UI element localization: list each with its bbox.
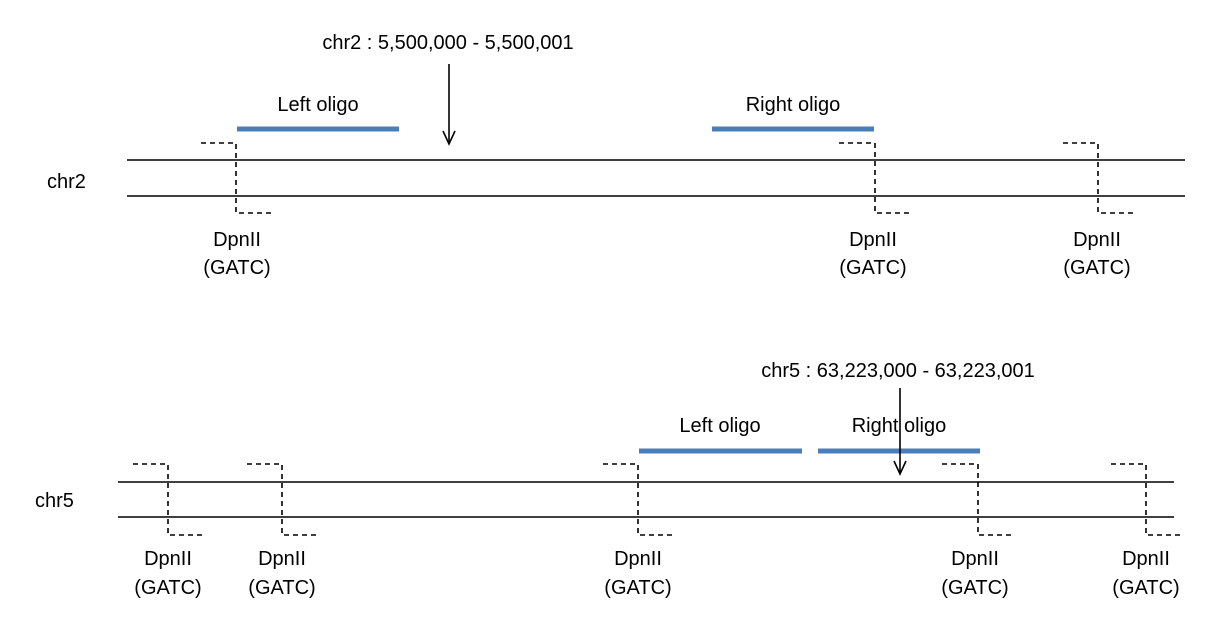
chr2-left-oligo-label: Left oligo — [277, 94, 358, 116]
dpnii-enzyme-label: DpnII — [849, 229, 897, 251]
gatc-motif-label: (GATC) — [1063, 257, 1130, 279]
chr2-label: chr2 — [47, 171, 86, 193]
gatc-motif-label: (GATC) — [604, 577, 671, 599]
chr2-dpnii-site-3: DpnII (GATC) — [1063, 142, 1133, 279]
gatc-motif-label: (GATC) — [134, 577, 201, 599]
gatc-motif-label: (GATC) — [203, 257, 270, 279]
chr2-dpnii-site-1: DpnII (GATC) — [201, 142, 271, 279]
dpnii-enzyme-label: DpnII — [614, 548, 662, 570]
chr5-label: chr5 — [35, 490, 74, 512]
dpnii-enzyme-label: DpnII — [213, 229, 261, 251]
chr5-position-label: chr5 : 63,223,000 - 63,223,001 — [761, 360, 1035, 382]
chr5-dpnii-site-2: DpnII (GATC) — [247, 463, 318, 599]
dpnii-enzyme-label: DpnII — [258, 548, 306, 570]
dpnii-enzyme-label: DpnII — [951, 548, 999, 570]
chr5-position-arrow — [893, 388, 907, 476]
chr5-dpnii-site-3: DpnII (GATC) — [603, 463, 673, 599]
dpnii-enzyme-label: DpnII — [1122, 548, 1170, 570]
gatc-motif-label: (GATC) — [839, 257, 906, 279]
gatc-motif-label: (GATC) — [248, 577, 315, 599]
chr5-dpnii-site-5: DpnII (GATC) — [1111, 463, 1181, 599]
gatc-motif-label: (GATC) — [941, 577, 1008, 599]
chr2-position-label: chr2 : 5,500,000 - 5,500,001 — [322, 32, 573, 54]
chr5-dpnii-site-1: DpnII (GATC) — [133, 463, 203, 599]
chr5-panel: chr5 : 63,223,000 - 63,223,001 Left olig… — [35, 360, 1181, 599]
chr5-right-oligo-label: Right oligo — [852, 415, 947, 437]
chr5-left-oligo-label: Left oligo — [679, 415, 760, 437]
chr2-dpnii-site-2: DpnII (GATC) — [839, 142, 910, 279]
chr2-right-oligo-label: Right oligo — [746, 94, 841, 116]
gatc-motif-label: (GATC) — [1112, 577, 1179, 599]
dpnii-enzyme-label: DpnII — [144, 548, 192, 570]
dpnii-enzyme-label: DpnII — [1073, 229, 1121, 251]
chr2-position-arrow — [442, 64, 456, 146]
chr2-panel: chr2 : 5,500,000 - 5,500,001 Left oligo … — [47, 32, 1185, 279]
chr5-dpnii-site-4: DpnII (GATC) — [941, 463, 1013, 599]
